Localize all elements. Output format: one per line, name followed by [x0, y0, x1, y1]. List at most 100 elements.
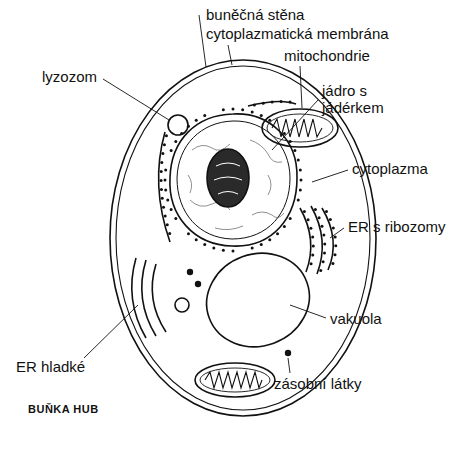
part-label: buněčná stěna	[206, 6, 304, 23]
ribosome	[303, 210, 306, 213]
ribosome	[253, 104, 256, 107]
ribosome	[161, 152, 164, 155]
part-label: cytoplazmatická membrána	[206, 25, 389, 42]
ribosome	[160, 170, 163, 173]
ribosome	[170, 149, 173, 152]
ribosome	[232, 108, 235, 111]
ribosome	[307, 218, 310, 221]
ribosome	[322, 260, 325, 263]
part-label: ER s ribozomy	[348, 218, 446, 235]
leader-line	[199, 15, 206, 67]
cell-membrane	[116, 66, 370, 410]
leader-line	[300, 66, 302, 108]
ribosome	[310, 262, 313, 265]
ribosome	[168, 232, 171, 235]
ribosome	[174, 140, 177, 143]
rough-er	[159, 132, 170, 242]
part-label: ER hladké	[16, 358, 85, 375]
ribosome	[297, 158, 300, 161]
ribosome	[164, 215, 167, 218]
ribosome	[283, 225, 286, 228]
figure-caption: BUŇKA HUB	[28, 403, 99, 415]
ribosome	[293, 149, 296, 152]
ribosome	[222, 108, 225, 111]
ribosome	[311, 236, 314, 239]
ribosome	[187, 125, 190, 128]
ribosome	[160, 188, 163, 191]
ribosome	[174, 217, 177, 220]
nucleus-inner	[177, 121, 290, 239]
ribosome	[203, 243, 206, 246]
ribosome	[222, 249, 225, 252]
ribosome	[289, 217, 292, 220]
ribosome	[323, 251, 326, 254]
ribosome	[203, 114, 206, 117]
ribosome	[160, 161, 163, 164]
ribosome	[329, 218, 332, 221]
part-label: cytoplazma	[352, 160, 428, 177]
storage-granule	[285, 350, 291, 356]
ribosome	[162, 206, 165, 209]
ribosome	[164, 189, 167, 192]
leader-line	[84, 305, 138, 358]
nucleolus	[207, 149, 249, 207]
leader-line	[330, 228, 344, 238]
ribosome	[332, 227, 335, 230]
ribosome	[161, 197, 164, 200]
ribosome	[268, 238, 271, 241]
rough-er	[322, 208, 333, 270]
rough-er	[311, 206, 322, 274]
nucleus-outer	[170, 114, 297, 246]
ribosome	[311, 254, 314, 257]
part-label: mitochondrie	[284, 47, 370, 64]
ribosome	[241, 108, 244, 111]
ribosome	[271, 100, 274, 103]
rough-er	[248, 101, 296, 106]
leader-line	[228, 45, 232, 65]
vesicle	[175, 298, 189, 312]
ribosome	[251, 110, 254, 113]
ribosome	[299, 168, 302, 171]
ribosome	[260, 243, 263, 246]
storage-granule	[195, 281, 201, 287]
ribosome	[276, 232, 279, 235]
ribosome	[260, 114, 263, 117]
ribosome	[314, 208, 317, 211]
ribosome	[312, 245, 315, 248]
leader-line	[272, 100, 318, 150]
ribosome	[320, 225, 323, 228]
ribosome	[300, 179, 303, 182]
ribosome	[309, 227, 312, 230]
ribosome	[289, 100, 292, 103]
ribosome	[195, 238, 198, 241]
ribosome	[323, 242, 326, 245]
lysosome	[168, 115, 188, 135]
part-label: zásobní látky	[274, 375, 362, 392]
ribosome	[268, 119, 271, 122]
part-label: vakuola	[330, 310, 382, 327]
leader-line	[288, 358, 290, 373]
ribosome	[325, 210, 328, 213]
vacuole	[193, 239, 322, 361]
ribosome	[164, 179, 167, 182]
ribosome	[297, 199, 300, 202]
leader-line	[312, 170, 348, 182]
ribosome	[289, 140, 292, 143]
ribosome	[170, 208, 173, 211]
ribosome	[334, 235, 337, 238]
ribosome	[212, 247, 215, 250]
ribosome	[322, 234, 325, 237]
ribosome	[283, 132, 286, 135]
ribosome	[187, 232, 190, 235]
ribosome	[262, 102, 265, 105]
storage-granule	[187, 269, 193, 275]
part-label: lyzozom	[42, 68, 97, 85]
ribosome	[318, 216, 321, 219]
rough-er	[300, 208, 311, 272]
ribosome	[163, 143, 166, 146]
ribosome	[166, 199, 169, 202]
ribosome	[331, 262, 334, 265]
part-label: jádro s jádérkem	[322, 82, 408, 116]
ribosome	[251, 247, 254, 250]
ribosome	[160, 179, 163, 182]
